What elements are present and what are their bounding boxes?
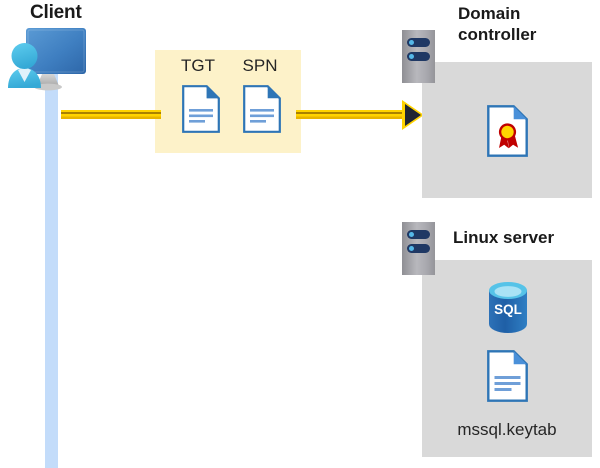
tgt-document-icon [182, 85, 220, 133]
domain-controller-title: Domain controller [458, 4, 537, 44]
certificate-document-icon [487, 105, 528, 157]
tgt-label: TGT [181, 56, 215, 75]
arrow-line-right-segment [296, 110, 406, 119]
spn-label: SPN [242, 56, 278, 75]
server-bay-led-icon [409, 54, 414, 59]
client-lifeline [45, 72, 58, 468]
svg-text:SQL: SQL [494, 302, 522, 317]
server-bay-led-icon [409, 246, 414, 251]
client-user-monitor-icon [4, 26, 94, 96]
keytab-document-icon [487, 350, 528, 402]
arrow-line-left-segment [61, 110, 161, 119]
server-bay-icon [407, 230, 430, 239]
arrow-head-icon [405, 104, 421, 126]
server-bay-icon [407, 244, 430, 253]
spn-document-icon [243, 85, 281, 133]
server-bay-led-icon [409, 232, 414, 237]
server-bay-led-icon [409, 40, 414, 45]
sql-database-icon: SQL [486, 281, 530, 333]
server-bay-icon [407, 38, 430, 47]
server-bay-icon [407, 52, 430, 61]
client-label: Client [30, 2, 82, 23]
linux-server-rack-icon [402, 222, 435, 275]
domain-controller-server-rack-icon [402, 30, 435, 83]
linux-server-title: Linux server [453, 228, 555, 247]
keytab-filename-label: mssql.keytab [457, 420, 557, 439]
